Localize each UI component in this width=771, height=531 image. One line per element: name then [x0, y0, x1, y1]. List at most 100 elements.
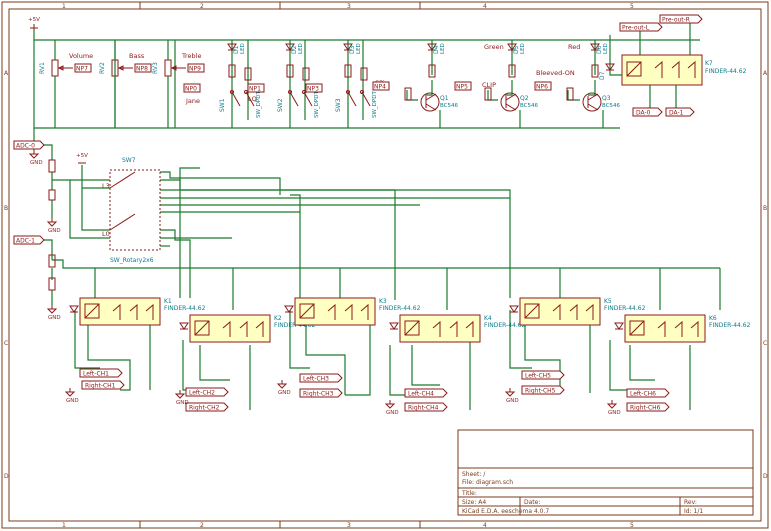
frame-col-top-1: 1: [62, 3, 66, 10]
title-block: Sheet: / File: diagram.sch Title: Size: …: [457, 429, 754, 516]
rotary-value: SW_Rotary2x6: [110, 257, 154, 264]
transistor-ref-2: Q2: [520, 95, 529, 102]
switch-ref-1: SW1: [219, 98, 226, 112]
transistor-ref-3: Q3: [602, 95, 611, 102]
relay-ref-1: K1: [164, 298, 172, 305]
right-ch6-text: Right-CH6: [630, 405, 661, 412]
transistor-net-2: NP5: [456, 84, 468, 91]
frame-col-bottom-4: 4: [483, 522, 487, 529]
port-adc-0: ADC-0: [13, 140, 45, 150]
port-right-ch6: Right-CH6: [626, 402, 670, 412]
right-ch5-text: Right-CH5: [525, 388, 556, 395]
port-right-ch2: Right-CH2: [185, 402, 229, 412]
title-block-size: Size: A4: [462, 499, 486, 506]
left-ch4-text: Left-CH4: [408, 391, 434, 398]
port-pre-out-l: Pre-out-L: [619, 22, 663, 32]
switch-name-jane: Jane: [185, 97, 200, 105]
transistor-label-3: Bleeved-ON: [536, 69, 575, 77]
left-ch6-text: Left-CH6: [630, 391, 656, 398]
port-adc-1-text: ADC-1: [16, 238, 35, 245]
title-block-file: File: diagram.sch: [462, 479, 513, 486]
frame-row-right-D: D: [763, 473, 768, 480]
left-ch3-text: Left-CH3: [303, 376, 329, 383]
title-block-title: Title:: [461, 490, 477, 497]
frame-row-right-A: A: [763, 70, 768, 77]
led-ref-6: D6: [596, 45, 603, 54]
top-section-wires: [33, 22, 700, 150]
frame-row-left-B: B: [4, 205, 8, 212]
ground-symbol: GND: [384, 400, 399, 416]
switch-value-3: SW_DPDT: [372, 91, 378, 118]
vcc-label: +5V: [28, 17, 40, 23]
switch-ref-3: SW3: [335, 98, 342, 112]
pot-name-2: Bass: [129, 52, 145, 60]
led-value-5: LED: [520, 43, 526, 54]
label-green: Green: [484, 43, 504, 51]
switch-ref-2: SW2: [277, 98, 284, 112]
led-value-4: LED: [440, 43, 446, 54]
title-block-sheet: Sheet: /: [462, 471, 486, 478]
relay-value-6: FINDER-44.62: [709, 322, 751, 329]
port-da-1: DA-1: [665, 107, 695, 117]
middle-section-wires: [44, 144, 721, 310]
lower-section-wires: [74, 310, 691, 410]
ground-label: GND: [48, 315, 61, 321]
port-adc-1: ADC-1: [13, 235, 45, 245]
frame-row-left-A: A: [4, 70, 9, 77]
right-ch4-text: Right-CH4: [408, 405, 439, 412]
sheet-inner-border: [8, 8, 762, 522]
transistor-value-2: BC546: [520, 103, 539, 109]
left-ch5-text: Left-CH5: [525, 373, 551, 380]
switch-value-2: SW_DPDT: [314, 91, 320, 118]
frame-col-bottom-5: 5: [630, 522, 634, 529]
switch-net-2: NP1: [249, 86, 261, 93]
switch-value-1: SW_DPDT: [256, 91, 262, 118]
port-da-0: DA-0: [632, 107, 663, 117]
frame-col-bottom-3: 3: [347, 522, 351, 529]
power-symbol-vcc-2: +5V: [76, 153, 88, 164]
power-symbol-vcc: +5V: [28, 17, 40, 30]
relay-k7-ref: K7: [705, 60, 713, 67]
led-7: D7: [599, 63, 615, 80]
port-right-ch3: Right-CH3: [299, 388, 343, 398]
led-ref-2: D2: [291, 45, 298, 54]
relay-ref-3: K3: [379, 298, 387, 305]
transistor-net-1: NP4: [374, 84, 386, 91]
led-ref-7: D7: [599, 71, 606, 80]
pot-ref-1: RV1: [39, 62, 46, 74]
frame-col-top-3: 3: [347, 3, 351, 10]
rotary-label-l3: L3: [102, 182, 110, 190]
pot-name-1: Volume: [69, 52, 93, 60]
port-left-ch6: Left-CH6: [626, 388, 670, 398]
port-right-ch4: Right-CH4: [404, 402, 448, 412]
relay-k7: K7 FINDER-44.62: [621, 54, 747, 86]
adc-resistor-chain: [48, 159, 56, 291]
port-pre-out-r: Pre-out-R: [659, 14, 703, 24]
ground-symbol: GND: [504, 388, 519, 404]
right-ch2-text: Right-CH2: [189, 405, 220, 412]
pot-ref-3: RV3: [152, 62, 159, 74]
ground-label: GND: [66, 398, 79, 404]
frame-col-bottom-1: 1: [62, 522, 66, 529]
led-value-2: LED: [298, 43, 304, 54]
port-left-ch5: Left-CH5: [521, 370, 565, 380]
